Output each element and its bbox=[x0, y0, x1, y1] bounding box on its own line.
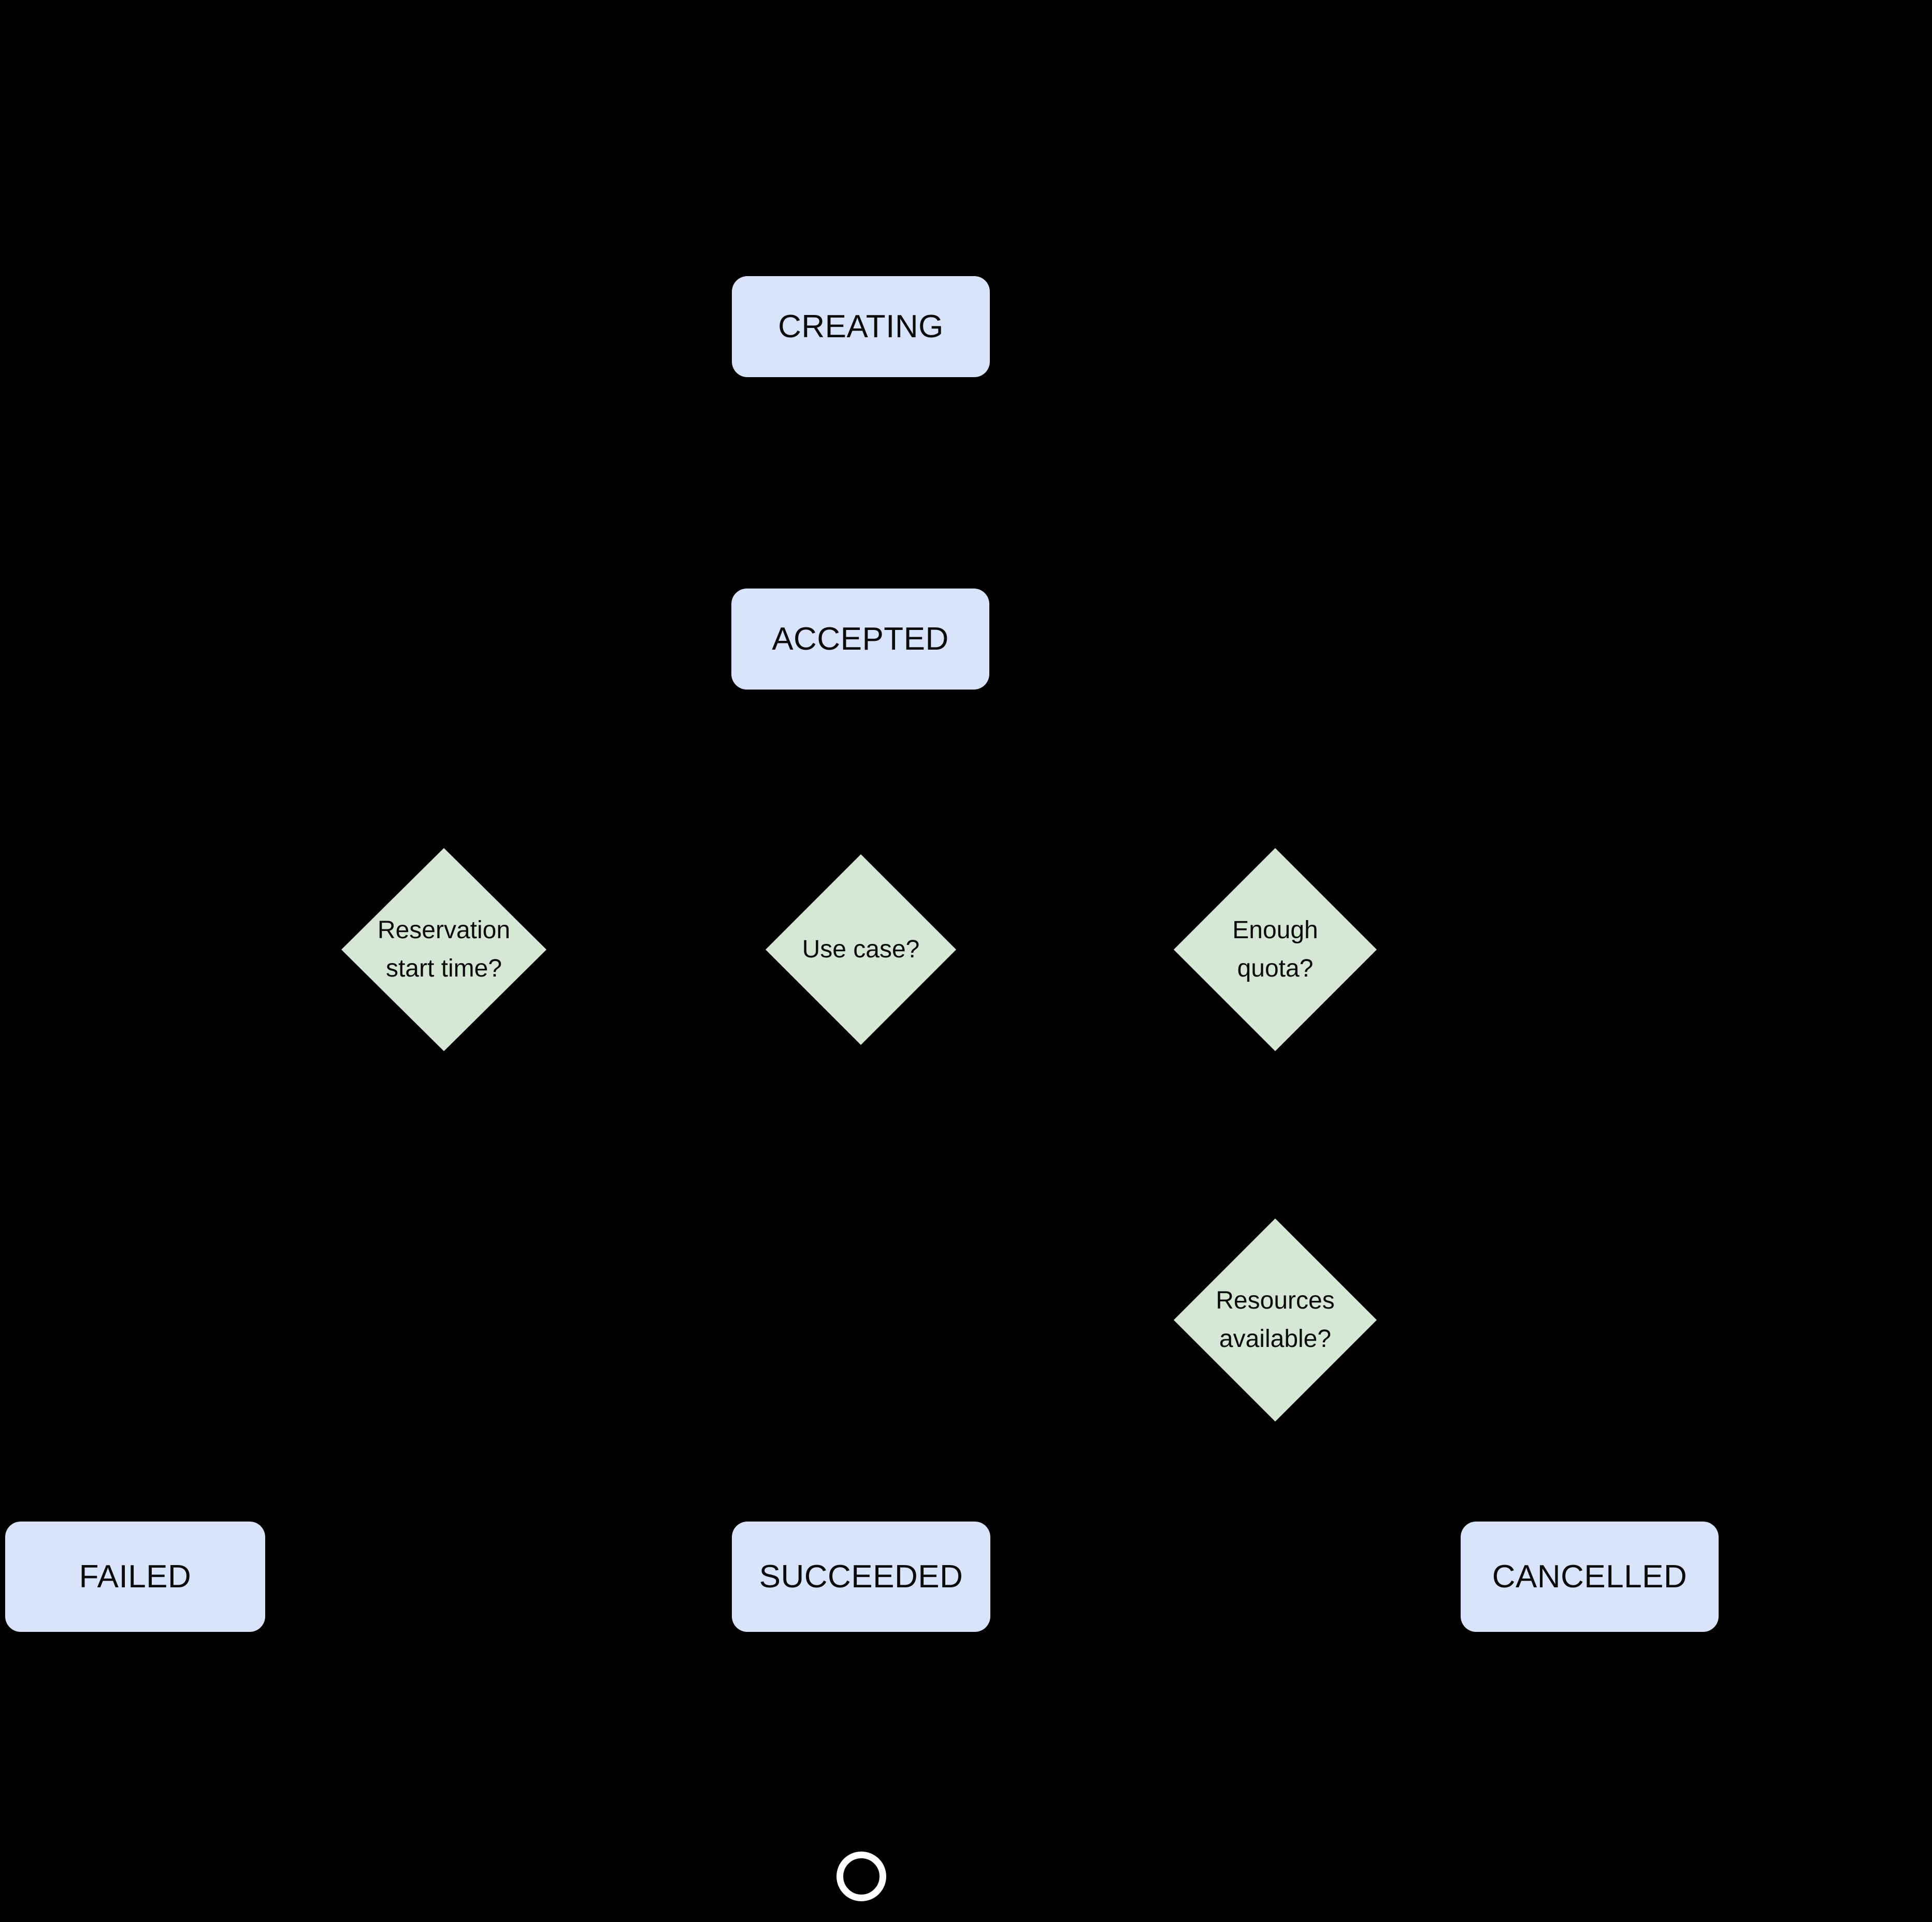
edge-enough-quota-to-resources bbox=[1274, 1051, 1276, 1218]
state-box-failed[interactable]: FAILED bbox=[5, 1522, 265, 1632]
edge-accepted-to-use-case bbox=[860, 689, 862, 855]
diamond-icon bbox=[1174, 1218, 1377, 1422]
decision-label-reservation-start-time: Reservation start time? bbox=[377, 916, 511, 982]
state-box-creating[interactable]: CREATING bbox=[732, 276, 990, 377]
edge-arrow-failed bbox=[128, 1511, 145, 1523]
edge-arrow-enough-quota bbox=[1162, 942, 1174, 959]
edge-reservation-start-to-failed-v bbox=[135, 1319, 137, 1522]
edge-resources-to-cancelled bbox=[1274, 1422, 1276, 1453]
diamond-icon bbox=[1174, 848, 1377, 1051]
edge-arrow-use-case bbox=[853, 843, 869, 855]
edge-reservation-start-to-failed bbox=[443, 1051, 445, 1321]
state-box-accepted[interactable]: ACCEPTED bbox=[731, 589, 989, 690]
edge-arrow-accepted bbox=[853, 578, 869, 590]
edge-creating-to-accepted bbox=[860, 377, 862, 589]
terminal-end-node[interactable] bbox=[837, 1852, 886, 1901]
decision-label-use-case: Use case? bbox=[802, 935, 920, 963]
edge-use-case-to-succeeded bbox=[860, 1045, 862, 1522]
state-box-succeeded[interactable]: SUCCEEDED bbox=[732, 1522, 990, 1632]
diamond-icon bbox=[341, 848, 546, 1051]
state-label-failed: FAILED bbox=[79, 1558, 192, 1595]
state-label-cancelled: CANCELLED bbox=[1492, 1558, 1688, 1595]
decision-label-enough-quota: Enough quota? bbox=[1232, 916, 1318, 982]
decision-use-case[interactable]: Use case? bbox=[766, 854, 956, 1045]
edge-resources-to-cancelled-h bbox=[1274, 1452, 1590, 1454]
decision-reservation-start-time[interactable]: Reservation start time? bbox=[341, 848, 546, 1051]
edge-use-case-to-enough-quota bbox=[956, 949, 1174, 951]
diamond-icon bbox=[766, 854, 956, 1045]
decision-label-resources-available: Resources available? bbox=[1216, 1286, 1335, 1353]
edge-arrow-resources bbox=[1267, 1207, 1284, 1218]
edge-arrow-succeeded bbox=[853, 1511, 869, 1523]
decision-resources-available[interactable]: Resources available? bbox=[1174, 1218, 1377, 1422]
edge-resources-to-cancelled-v bbox=[1588, 1452, 1590, 1522]
state-label-accepted: ACCEPTED bbox=[772, 621, 949, 657]
state-box-cancelled[interactable]: CANCELLED bbox=[1461, 1522, 1719, 1632]
state-label-succeeded: SUCCEEDED bbox=[759, 1558, 963, 1595]
edge-succeeded-to-end bbox=[860, 1632, 862, 1852]
edge-reservation-start-to-failed-h bbox=[135, 1319, 445, 1322]
edge-arrow-cancelled bbox=[1581, 1511, 1597, 1523]
edge-use-case-to-reservation-start bbox=[546, 949, 766, 951]
decision-enough-quota[interactable]: Enough quota? bbox=[1174, 848, 1377, 1051]
state-label-creating: CREATING bbox=[778, 308, 944, 345]
